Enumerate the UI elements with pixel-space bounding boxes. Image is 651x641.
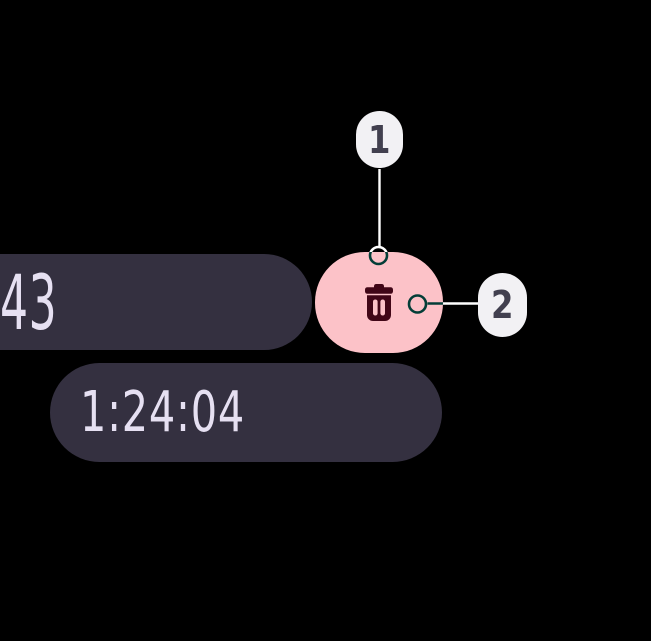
- annotation-badge-2: 2: [478, 273, 527, 337]
- trash-icon: [365, 284, 393, 321]
- elapsed-time-text: 1:24:04: [80, 380, 245, 445]
- delete-button[interactable]: [315, 252, 443, 353]
- time-segment-pill: 43: [0, 254, 312, 350]
- annotation-badge-1-label: 1: [368, 117, 391, 162]
- elapsed-time-pill: 1:24:04: [50, 363, 442, 462]
- time-segment-text: 43: [0, 257, 58, 347]
- annotation-badge-2-label: 2: [491, 283, 514, 327]
- annotation-badge-1: 1: [356, 111, 403, 168]
